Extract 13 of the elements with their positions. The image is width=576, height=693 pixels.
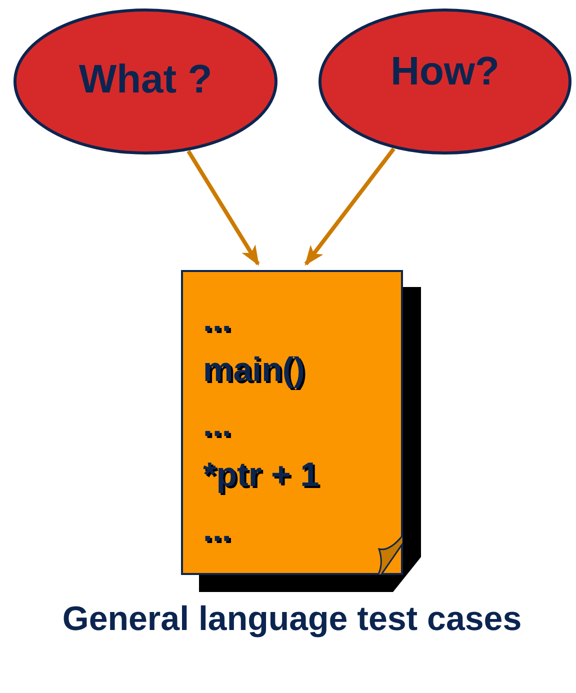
code-line: main() bbox=[203, 352, 305, 390]
arrow bbox=[304, 148, 396, 266]
code-document bbox=[181, 270, 403, 575]
question-text: What ? bbox=[78, 57, 212, 101]
code-line: *ptr + 1 bbox=[203, 457, 320, 494]
code-line: ... bbox=[203, 407, 232, 444]
question-text: How? bbox=[390, 49, 500, 93]
caption-text: General language test cases bbox=[61, 599, 523, 640]
code-line: ... bbox=[203, 302, 232, 340]
question-ellipse bbox=[13, 8, 278, 155]
arrow bbox=[186, 150, 260, 266]
code-line: ... bbox=[203, 512, 232, 550]
question-ellipse bbox=[318, 8, 572, 155]
